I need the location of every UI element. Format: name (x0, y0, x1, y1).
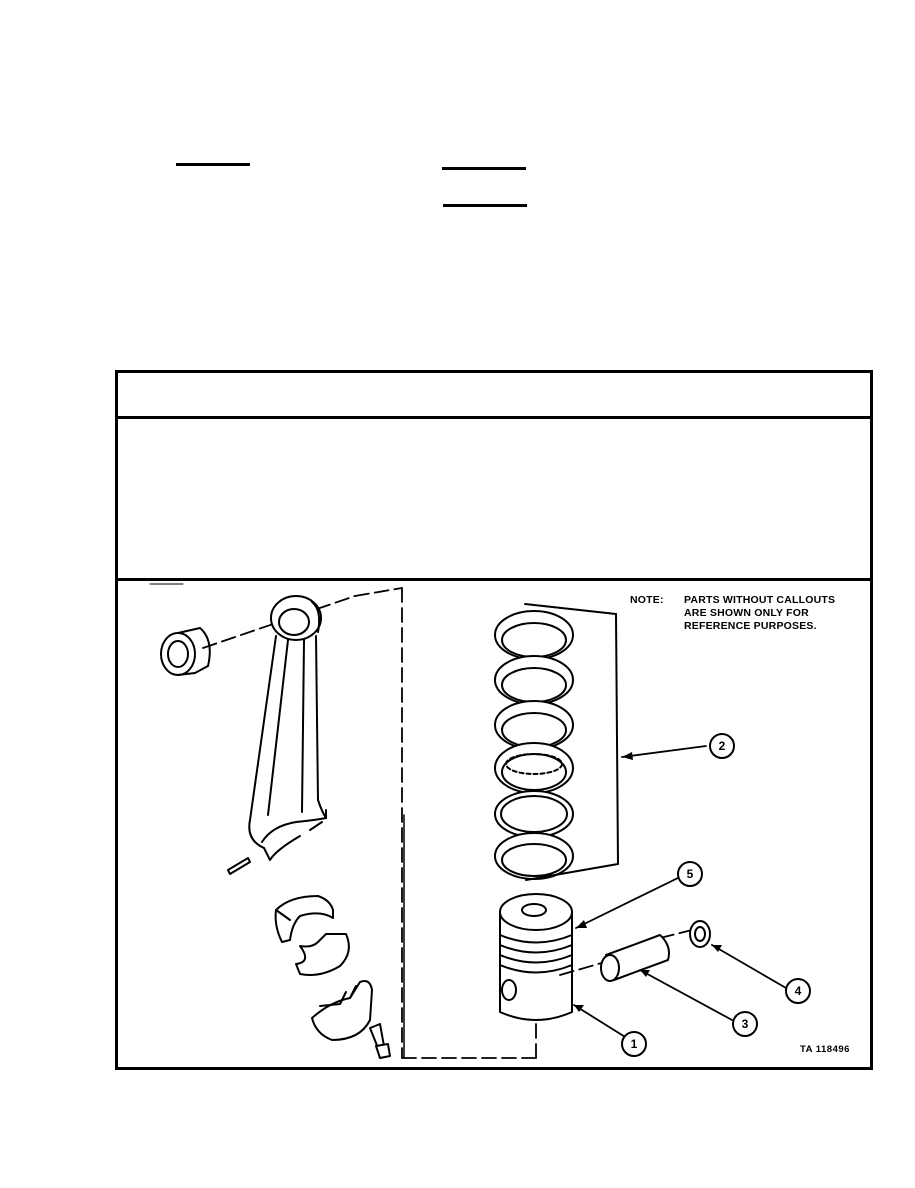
rod-bushing (160, 627, 211, 676)
callout-5: 5 (687, 867, 694, 881)
header-rule-right-bottom (443, 204, 527, 207)
note-line-2: ARE SHOWN ONLY FOR (684, 607, 809, 619)
bearing-shell-upper (274, 895, 334, 943)
callout-4: 4 (795, 984, 802, 998)
note-label: NOTE: (630, 594, 664, 606)
rod-bolt (369, 1023, 391, 1059)
bearing-shell-lower (295, 933, 350, 976)
table-divider-1 (118, 416, 870, 419)
rod-cap (311, 980, 373, 1041)
piston-rings (494, 610, 574, 880)
piston (499, 893, 573, 1021)
header-rule-left (176, 163, 250, 166)
note-line-3: REFERENCE PURPOSES. (684, 620, 817, 632)
callout-1: 1 (631, 1037, 638, 1051)
note-line-1: PARTS WITHOUT CALLOUTS (684, 594, 836, 606)
retaining-ring (689, 920, 711, 948)
header-rule-right-top (442, 167, 526, 170)
figure-number: TA 118496 (800, 1044, 850, 1055)
rings-bracket (524, 603, 619, 881)
piston-pin (600, 934, 670, 982)
assembly-dash-lines (202, 587, 693, 1059)
parts-table-frame (115, 370, 873, 1070)
table-divider-2 (118, 578, 870, 581)
dowel-pin (227, 857, 251, 875)
callout-leaders (573, 745, 787, 1041)
callout-3: 3 (742, 1017, 749, 1031)
connecting-rod (248, 595, 327, 861)
callout-2: 2 (719, 739, 726, 753)
